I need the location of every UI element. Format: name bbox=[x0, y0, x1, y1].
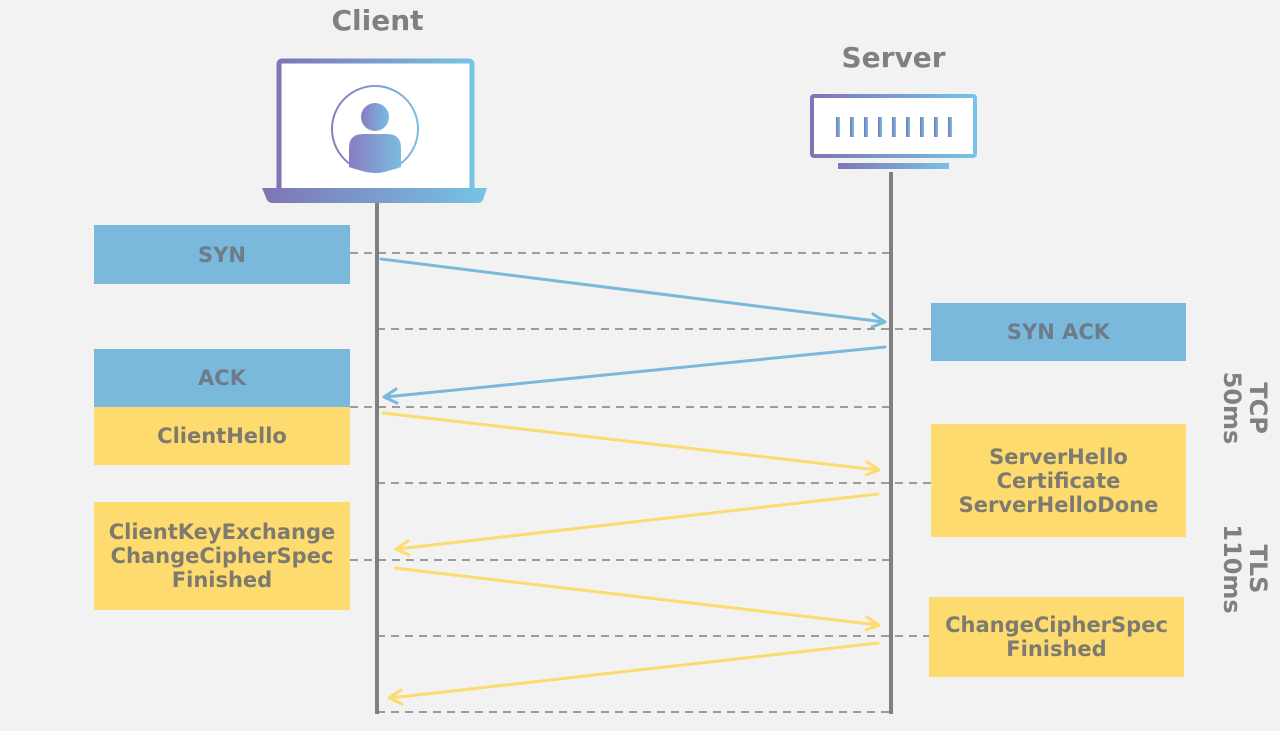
client-hello-box: ClientHello bbox=[94, 407, 350, 465]
server-hello-box: ServerHello Certificate ServerHelloDone bbox=[931, 424, 1186, 537]
ack-label: ACK bbox=[198, 366, 246, 390]
syn-box: SYN bbox=[94, 225, 350, 284]
dashed-guides bbox=[350, 252, 931, 713]
client-hello-label: ClientHello bbox=[157, 424, 287, 448]
client-title: Client bbox=[331, 4, 424, 37]
ack-box: ACK bbox=[94, 349, 350, 407]
tcp-phase-label: TCP 50ms bbox=[1218, 371, 1272, 445]
laptop-icon bbox=[262, 58, 487, 203]
arrow-syn-ack bbox=[382, 345, 887, 405]
client-key-exchange-label: ClientKeyExchange ChangeCipherSpec Finis… bbox=[108, 520, 336, 592]
arrow-server-finished bbox=[387, 641, 880, 706]
syn-label: SYN bbox=[198, 242, 246, 267]
arrow-syn bbox=[379, 257, 887, 329]
change-cipher-spec-label: ChangeCipherSpec Finished bbox=[945, 613, 1168, 661]
arrow-server-hello bbox=[394, 492, 880, 557]
tls-phase-label: TLS 110ms bbox=[1218, 524, 1272, 614]
arrow-client-hello bbox=[381, 411, 881, 477]
syn-ack-label: SYN ACK bbox=[1006, 320, 1111, 344]
arrow-client-finished bbox=[393, 566, 881, 632]
client-key-exchange-box: ClientKeyExchange ChangeCipherSpec Finis… bbox=[94, 502, 350, 610]
change-cipher-spec-box: ChangeCipherSpec Finished bbox=[929, 597, 1184, 677]
syn-ack-box: SYN ACK bbox=[931, 303, 1186, 361]
server-icon bbox=[810, 94, 977, 169]
server-hello-label: ServerHello Certificate ServerHelloDone bbox=[958, 444, 1159, 517]
server-title: Server bbox=[841, 41, 946, 74]
